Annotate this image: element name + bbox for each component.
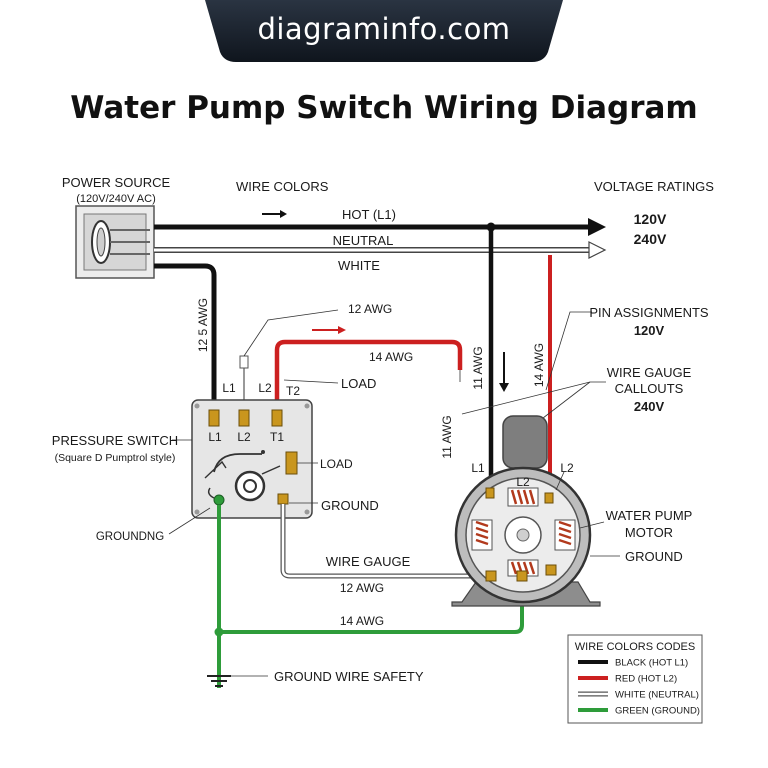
ground-label: GROUND [321,498,379,513]
awg-12-top-label: 12 AWG [348,302,392,316]
load-label: LOAD [341,376,376,391]
page-title: Water Pump Switch Wiring Diagram [70,90,698,126]
t2-top-label: T2 [286,384,300,398]
legend-item-label: GREEN (GROUND) [615,706,700,717]
hot-l1-label: HOT (L1) [342,207,396,222]
pressure-switch [191,399,313,519]
motor-ground-label: GROUND [625,549,683,564]
wire-gauge-label: WIRE GAUGE [326,554,411,569]
awg12-callout-line [243,309,339,357]
voltage-240v: 240V [634,231,667,247]
site-banner: diagraminfo.com [0,0,768,70]
legend-title: WIRE COLORS CODES [575,641,695,653]
load-leader [283,379,339,384]
switch-to-motor-white-wire [281,504,488,578]
awg-125-label: 12 5 AWG [196,298,210,352]
banner-background [205,0,563,62]
wire-gauge-callouts-voltage: 240V [634,399,665,414]
t1-terminal-label: T1 [270,430,284,444]
terminal-ground [277,493,289,505]
wire-gauge-callouts-label-1: WIRE GAUGE [607,365,692,380]
pin-assignments-voltage: 120V [634,323,665,338]
hot-l1-wire [154,218,606,236]
grounding-label: GROUNDNG [96,531,164,543]
l2-top-label: L2 [258,381,272,395]
motor-l2-leader [555,471,565,491]
l1-flow-arrowhead [499,383,509,392]
hot-junction-dot [486,222,496,232]
motor-l1-label: L1 [471,461,485,475]
legend-item-label: BLACK (HOT L1) [615,658,688,669]
awg-11-diag-label: 11 AWG [440,415,454,458]
wire-colors-arrowhead [280,210,287,218]
water-pump-motor-label-2: MOTOR [625,525,673,540]
water-pump-motor-label-1: WATER PUMP [606,508,693,523]
terminal-l2 [238,409,250,427]
legend-item-label: RED (HOT L2) [615,674,677,685]
power-black-wire [154,263,217,410]
awg-14-bottom-label: 14 AWG [340,614,384,628]
pin-assignments-label: PIN ASSIGNMENTS [589,305,709,320]
ground-wire-safety-label: GROUND WIRE SAFETY [274,669,424,684]
ground-symbol-icon [207,675,231,687]
site-name[interactable]: diagraminfo.com [257,12,511,46]
motor-l2-inner-label: L2 [516,475,530,489]
l2-white-lead-tip [239,355,249,369]
load-inner-label: LOAD [320,457,353,471]
grounding-leader [168,507,211,535]
terminal-load-inner [285,451,298,475]
pressure-switch-label: PRESSURE SWITCH [52,433,178,448]
white-label: WHITE [338,258,380,273]
power-source-outlet [75,205,155,279]
wire-colors-legend: BLACK (HOT L1) RED (HOT L2) WHITE (NEUTRAL… [567,634,703,724]
terminal-l1 [208,409,220,427]
motor-l2-label: L2 [560,461,574,475]
pin-assignments-callout [545,311,592,391]
legend-swatches: BLACK (HOT L1) RED (HOT L2) WHITE (NEUTRAL… [578,658,700,717]
motor-ground-wire [219,575,524,634]
water-pump-motor [451,415,601,607]
l1-terminal-label: L1 [208,430,222,444]
wire-gauge-callouts-label-2: CALLOUTS [615,381,684,396]
power-source-label: POWER SOURCE [62,175,171,190]
wire-colors-label: WIRE COLORS [236,179,329,194]
neutral-label: NEUTRAL [333,233,394,248]
motor-label-leader [579,521,605,529]
terminal-t1 [271,409,283,427]
pressure-switch-sublabel: (Square D Pumptrol style) [55,452,176,464]
awg-11-vertical-label: 11 AWG [471,346,485,389]
awg-12-bottom-label: 12 AWG [340,581,384,595]
red-load-wire [274,339,463,410]
awg-14-top-label: 14 AWG [369,350,413,364]
legend-item-label: WHITE (NEUTRAL) [615,690,699,701]
voltage-ratings-label: VOLTAGE RATINGS [594,179,714,194]
power-source-sublabel: (120V/240V AC) [76,193,156,205]
red-flow-arrowhead [338,326,346,334]
voltage-120v: 120V [634,211,667,227]
awg-14-vertical-label: 14 AWG [532,343,546,387]
neutral-wire [154,241,607,259]
l2-terminal-label: L2 [237,430,251,444]
l1-top-label: L1 [222,381,236,395]
